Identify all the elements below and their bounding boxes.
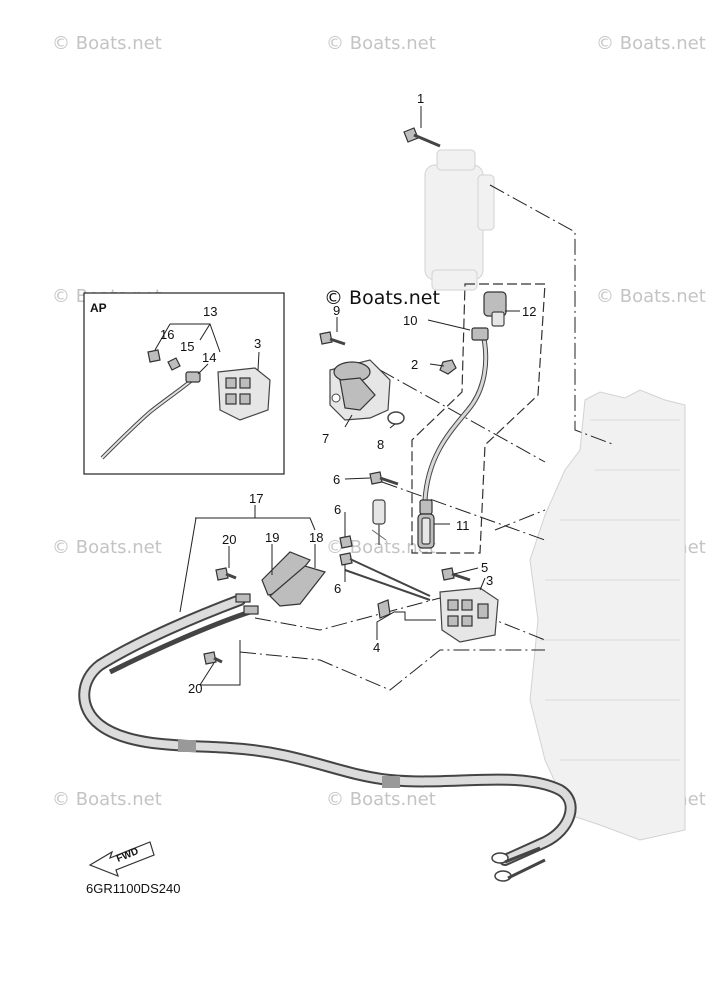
bolt-6-middle <box>339 535 353 549</box>
ref-line-starter <box>489 184 616 446</box>
bolt-1 <box>403 127 441 148</box>
engine-block-outline <box>529 389 686 841</box>
callout-19: 19 <box>265 530 279 545</box>
bolt-9 <box>319 331 346 346</box>
callout-15: 15 <box>180 339 194 354</box>
callout-1: 1 <box>417 91 424 106</box>
ref-line-cable-20 <box>239 649 545 691</box>
cap-12 <box>483 291 507 327</box>
callout-8: 8 <box>377 437 384 452</box>
ref-line-relay <box>379 369 546 463</box>
callout-9: 9 <box>333 303 340 318</box>
watermark-5: © Boats.net <box>596 286 706 307</box>
sensor-part <box>371 499 387 545</box>
ref-line-6 <box>381 481 546 541</box>
starter-motor <box>424 149 495 291</box>
watermark-6: © Boats.net <box>52 537 162 558</box>
fuse-box-3 <box>439 587 499 643</box>
callout-7: 7 <box>322 431 329 446</box>
bolt-6-lower <box>339 552 431 601</box>
dashed-group-box <box>411 283 546 554</box>
bolt-6-upper <box>369 471 399 486</box>
oring-8 <box>387 411 405 425</box>
battery-cable-17 <box>78 593 577 882</box>
fwd-arrow: FWD <box>88 841 155 878</box>
bolt-20-lower <box>203 651 223 665</box>
callout-11: 11 <box>456 518 470 533</box>
callout-2: 2 <box>411 357 418 372</box>
diagram-code: 6GR1100DS240 <box>86 881 181 896</box>
callout-18: 18 <box>309 530 323 545</box>
inset-label: AP <box>90 301 107 315</box>
callout-14: 14 <box>202 350 216 365</box>
cover-18 <box>269 565 327 607</box>
callout-17: 17 <box>249 491 263 506</box>
callout-13: 13 <box>203 304 217 319</box>
watermark-1: © Boats.net <box>52 33 162 54</box>
callout-12: 12 <box>522 304 536 319</box>
callout-4: 4 <box>373 640 380 655</box>
callout-3: 3 <box>486 573 493 588</box>
cable-10 <box>422 329 489 501</box>
callout-20-lower: 20 <box>188 681 202 696</box>
watermark-2: © Boats.net <box>326 33 436 54</box>
callout-6-lower: 6 <box>334 581 341 596</box>
watermark-7: © Boats.net <box>326 537 436 558</box>
watermark-main: © Boats.net <box>324 287 440 309</box>
relay-7 <box>329 359 391 421</box>
callout-16: 16 <box>160 327 174 342</box>
inset-ap-box: AP <box>83 292 285 475</box>
holder-11 <box>417 513 435 549</box>
watermark-9: © Boats.net <box>52 789 162 810</box>
watermark-3: © Boats.net <box>596 33 706 54</box>
callout-10: 10 <box>403 313 417 328</box>
ref-line-leader <box>494 509 546 531</box>
callout-6-middle: 6 <box>334 502 341 517</box>
callout-5: 5 <box>481 560 488 575</box>
callout-20-upper: 20 <box>222 532 236 547</box>
leader-lines <box>179 106 520 686</box>
callout-6-upper: 6 <box>333 472 340 487</box>
watermark-10: © Boats.net <box>326 789 436 810</box>
nut-2 <box>439 359 457 375</box>
bolt-20-upper <box>215 567 237 581</box>
callout-3-inset: 3 <box>254 336 261 351</box>
bolt-5 <box>441 567 471 582</box>
